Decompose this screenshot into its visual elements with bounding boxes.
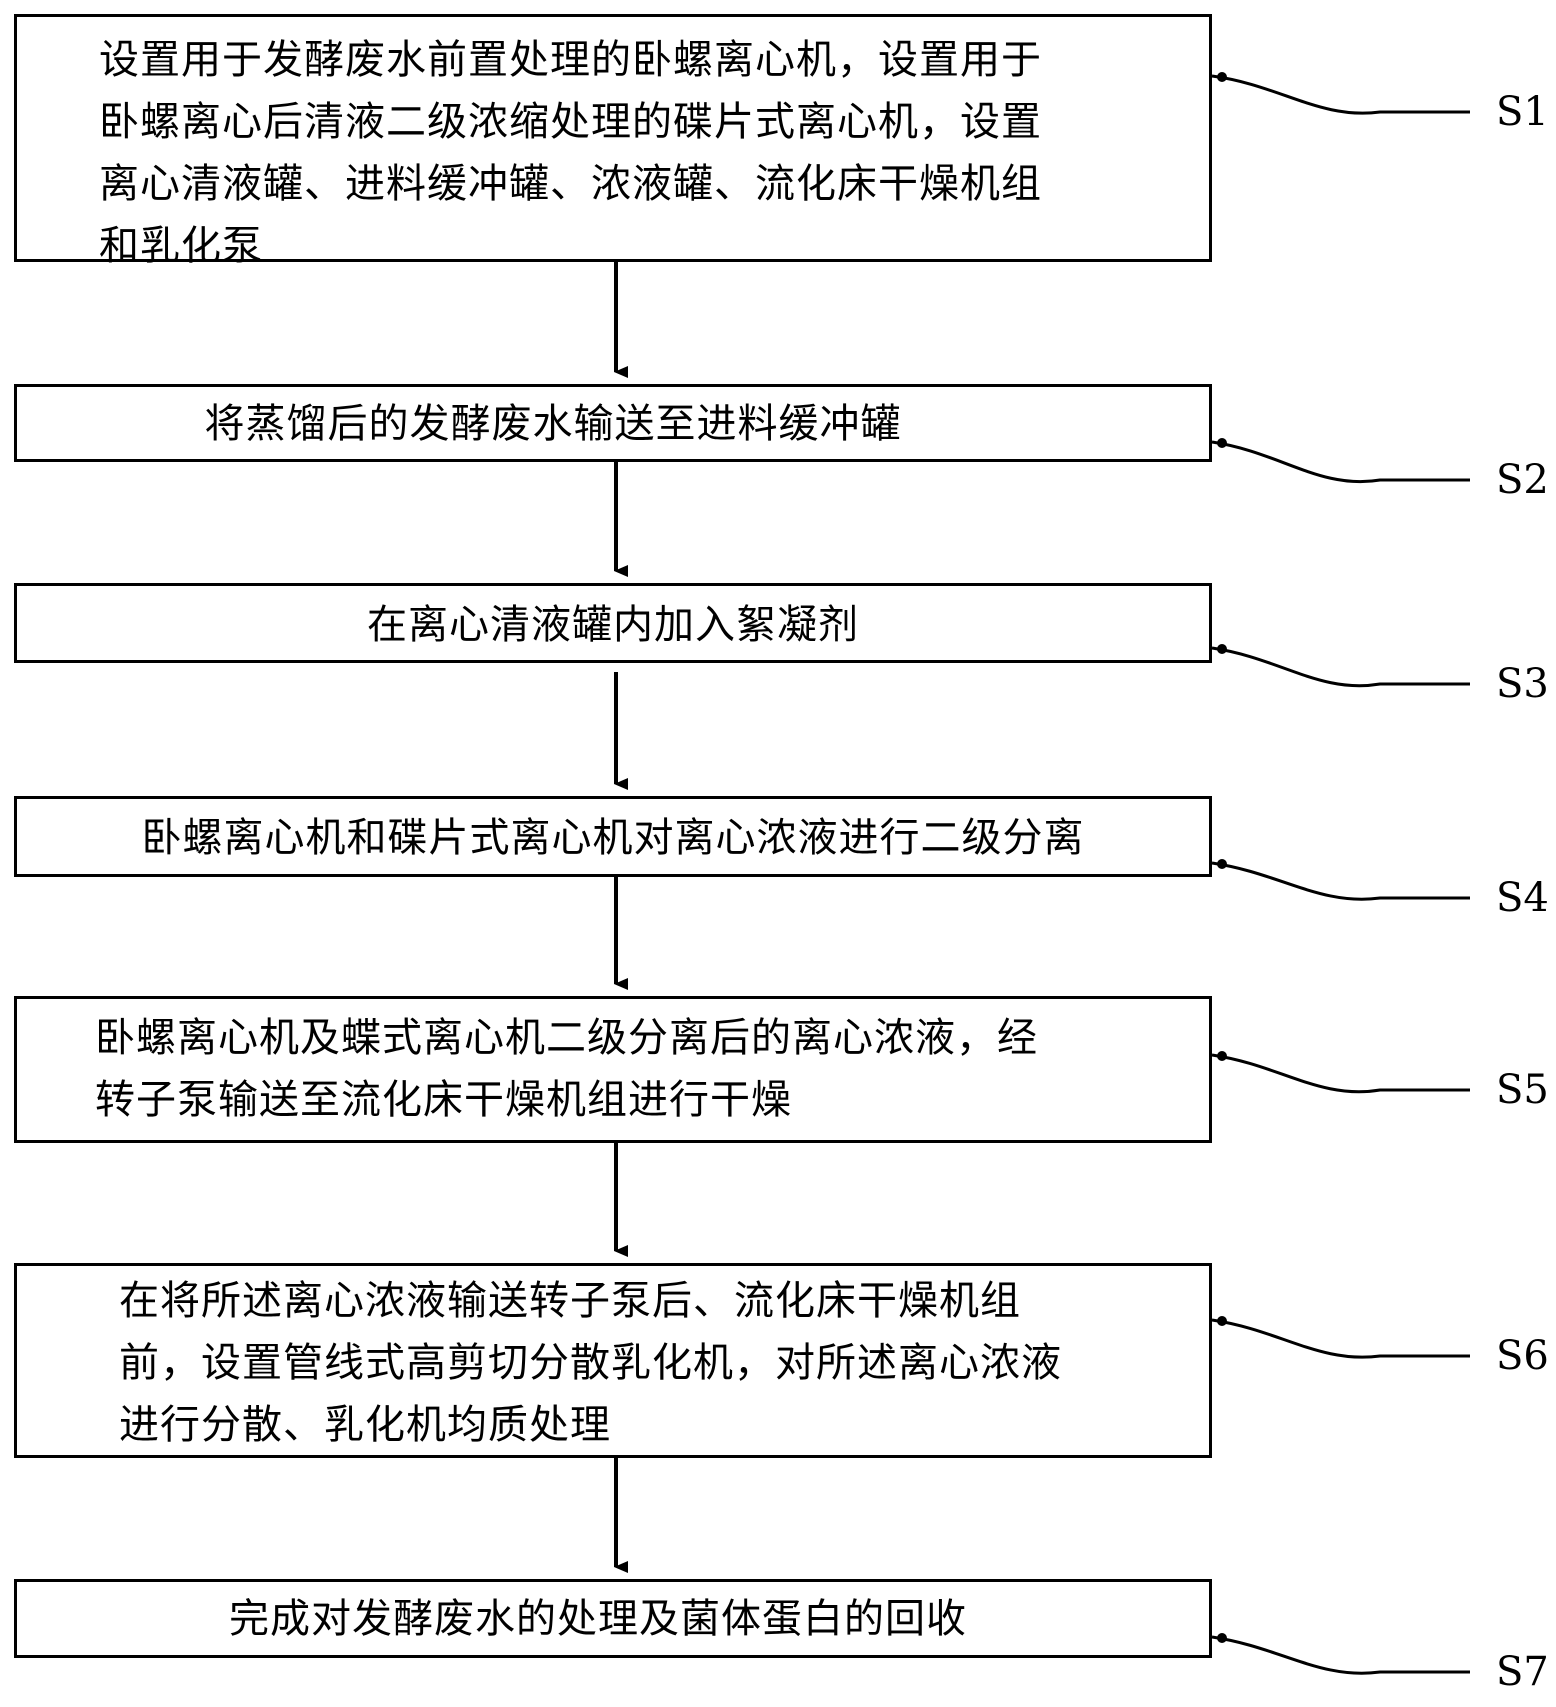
step-text-line: 设置用于发酵废水前置处理的卧螺离心机，设置用于 [99,37,1042,83]
leader-tips [1217,72,1227,1643]
step-label-s3: S3 [1496,661,1549,707]
step-label-s7: S7 [1496,1649,1549,1695]
step-text-line: 卧螺离心后清液二级浓缩处理的碟片式离心机，设置 [99,99,1042,145]
leader-tip-s7 [1217,1633,1227,1643]
step-text-line: 进行分散、乳化机均质处理 [119,1402,611,1448]
step-text-line: 前，设置管线式高剪切分散乳化机，对所述离心浓液 [119,1340,1062,1386]
step-text-line: 将蒸馏后的发酵废水输送至进料缓冲罐 [204,401,902,447]
step-label-s5: S5 [1496,1067,1549,1113]
step-text-line: 卧螺离心机及蝶式离心机二级分离后的离心浓液，经 [95,1015,1038,1061]
step-label-s2: S2 [1496,457,1549,503]
step-box-s3: 在离心清液罐内加入絮凝剂 [14,583,1212,663]
step-text-line: 转子泵输送至流化床干燥机组进行干燥 [95,1077,792,1123]
step-label-s4: S4 [1496,875,1549,921]
step-box-s5: 卧螺离心机及蝶式离心机二级分离后的离心浓液，经 转子泵输送至流化床干燥机组进行干… [14,996,1212,1143]
leader-s4 [1211,861,1470,901]
step-text-line: 在将所述离心浓液输送转子泵后、流化床干燥机组 [119,1278,1021,1324]
leader-s1 [1211,74,1470,115]
step-label-s1: S1 [1496,89,1549,135]
step-label-s6: S6 [1496,1333,1549,1379]
step-text-line: 完成对发酵废水的处理及菌体蛋白的回收 [229,1596,967,1642]
step-box-s4: 卧螺离心机和碟片式离心机对离心浓液进行二级分离 [14,796,1212,877]
leader-tip-s2 [1217,438,1227,448]
leader-s6 [1211,1318,1470,1359]
leader-lines [1211,74,1470,1675]
step-text-line: 和乳化泵 [99,223,263,269]
step-text-line: 在离心清液罐内加入絮凝剂 [367,602,859,648]
step-box-s7: 完成对发酵废水的处理及菌体蛋白的回收 [14,1579,1212,1658]
leader-tip-s6 [1217,1316,1227,1326]
leader-s3 [1211,646,1470,688]
step-text-line: 卧螺离心机和碟片式离心机对离心浓液进行二级分离 [141,815,1085,861]
leader-tip-s1 [1217,72,1227,82]
leader-s7 [1211,1635,1470,1675]
leader-tip-s3 [1217,644,1227,654]
step-box-s1: 设置用于发酵废水前置处理的卧螺离心机，设置用于 卧螺离心后清液二级浓缩处理的碟片… [14,14,1212,269]
leader-tip-s4 [1217,859,1227,869]
step-text-line: 离心清液罐、进料缓冲罐、浓液罐、流化床干燥机组 [99,161,1042,207]
step-box-s2: 将蒸馏后的发酵废水输送至进料缓冲罐 [14,384,1212,462]
leader-s5 [1211,1053,1470,1094]
leader-s2 [1211,440,1470,484]
leader-tip-s5 [1217,1051,1227,1061]
step-box-s6: 在将所述离心浓液输送转子泵后、流化床干燥机组 前，设置管线式高剪切分散乳化机，对… [14,1263,1212,1458]
